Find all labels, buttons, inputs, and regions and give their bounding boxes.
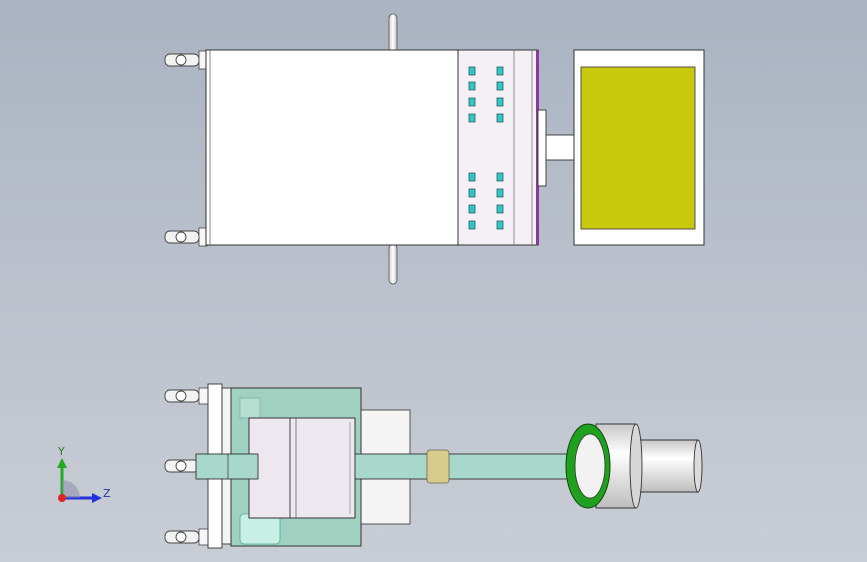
main-body-panel <box>205 49 459 246</box>
caster-top-left <box>164 50 208 70</box>
right-shaft <box>354 453 569 480</box>
top-view <box>164 13 705 285</box>
connector-slot <box>496 113 504 123</box>
x-axis-dot <box>58 494 66 502</box>
bottom-rod <box>388 243 398 285</box>
z-axis-label: Z <box>103 487 111 500</box>
top-rod <box>388 13 398 53</box>
triad-arc <box>62 480 80 498</box>
connector-slots <box>468 66 504 230</box>
connector-slot <box>468 188 476 198</box>
connector-slot <box>496 66 504 76</box>
bracket-plate <box>537 109 547 187</box>
connector-slot <box>496 220 504 230</box>
y-axis-label: Y <box>57 445 65 458</box>
housing-inner-window <box>239 397 261 419</box>
connector-slot <box>496 204 504 214</box>
connector-slot <box>468 66 476 76</box>
caster-side-middle <box>164 459 200 473</box>
caster-side-top <box>164 387 210 405</box>
axis-triad: Y Z <box>57 445 111 503</box>
inner-box <box>248 417 356 519</box>
left-shaft <box>195 453 259 480</box>
connector-panel <box>457 49 539 246</box>
connector-slot <box>496 97 504 107</box>
z-axis-arrow <box>92 493 102 503</box>
connector-slot <box>468 220 476 230</box>
connector-slot <box>468 81 476 91</box>
purple-edge <box>536 50 539 245</box>
caster-bottom-left <box>164 227 208 247</box>
connector-slot <box>468 97 476 107</box>
connector-slot <box>468 113 476 123</box>
caster-side-bottom <box>164 528 210 546</box>
display-screen <box>580 66 696 230</box>
coupler <box>426 449 450 484</box>
connector-slot <box>496 172 504 182</box>
connector-slot <box>496 81 504 91</box>
connector-slot <box>468 204 476 214</box>
side-view <box>164 383 703 549</box>
connector-slot <box>496 188 504 198</box>
bracket-arm <box>545 134 575 161</box>
connector-slot <box>468 172 476 182</box>
large-cylinder-rear <box>639 439 699 493</box>
y-axis-arrow <box>57 458 67 468</box>
